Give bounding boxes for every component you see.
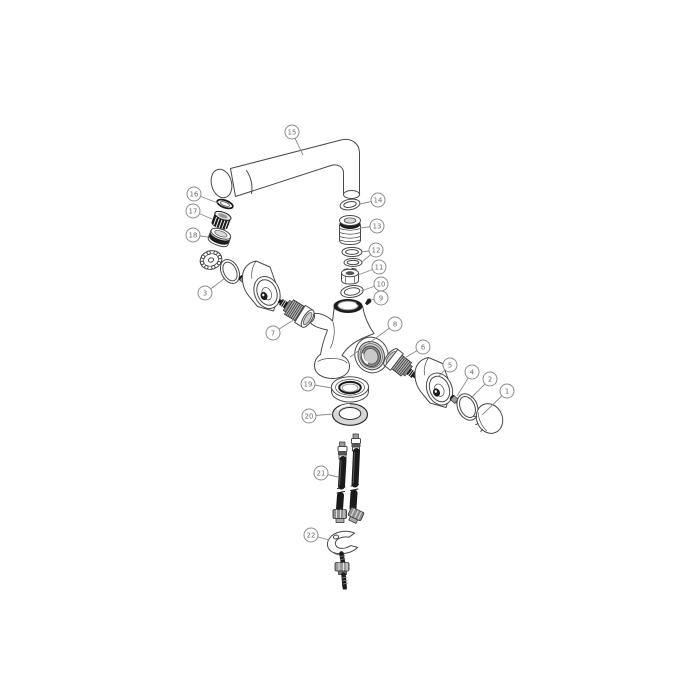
callout-valve-cartridge-left: 7 bbox=[265, 318, 296, 341]
callout-circle bbox=[185, 203, 201, 219]
part-cap-seal-ring bbox=[456, 393, 479, 421]
callout-aerator-housing: 18 bbox=[185, 227, 209, 243]
callout-circle bbox=[303, 527, 319, 543]
callout-aerator-washer: 16 bbox=[186, 186, 219, 204]
callout-circle bbox=[368, 242, 384, 258]
callout-body-o-ring: 10 bbox=[360, 276, 389, 292]
callout-spout: 15 bbox=[284, 124, 304, 156]
callout-number: 11 bbox=[375, 263, 384, 271]
callout-number: 17 bbox=[189, 207, 198, 215]
callout-number: 18 bbox=[189, 231, 198, 239]
callout-number: 1 bbox=[505, 387, 509, 395]
part-aerator-insert bbox=[211, 210, 232, 230]
callout-circle bbox=[369, 218, 385, 234]
callout-number: 6 bbox=[421, 343, 425, 351]
callout-base-flange: 19 bbox=[300, 376, 333, 392]
part-spout-bush bbox=[341, 267, 359, 285]
callout-circle bbox=[186, 186, 202, 202]
callout-number: 7 bbox=[271, 329, 275, 337]
callout-number: 2 bbox=[488, 375, 492, 383]
callout-circle bbox=[300, 376, 316, 392]
callout-handle: 5 bbox=[437, 357, 458, 378]
callout-faucet-body: 8 bbox=[349, 316, 403, 358]
callout-o-ring: 3 bbox=[197, 278, 225, 301]
callout-fixing-kit: 22 bbox=[303, 527, 330, 543]
callout-circle bbox=[284, 124, 300, 140]
callout-valve-cartridge-right: 6 bbox=[402, 339, 431, 360]
part-fixing-kit bbox=[327, 530, 359, 590]
part-flexible-hoses bbox=[332, 433, 365, 524]
callout-base-gasket: 20 bbox=[301, 408, 334, 424]
part-base-flange bbox=[331, 376, 369, 403]
callout-number: 20 bbox=[305, 412, 314, 420]
callout-number: 10 bbox=[377, 280, 386, 288]
callout-number: 12 bbox=[372, 246, 381, 254]
callout-number: 21 bbox=[317, 469, 326, 477]
part-spout bbox=[210, 138, 361, 199]
part-faucet-body bbox=[307, 299, 389, 379]
callout-spout-bush: 11 bbox=[357, 259, 387, 276]
callout-circle bbox=[313, 465, 329, 481]
callout-spout-o-ring: 14 bbox=[359, 192, 386, 208]
callout-circle bbox=[185, 227, 201, 243]
callout-spout-adapter: 13 bbox=[359, 218, 385, 234]
leader-line bbox=[349, 323, 396, 358]
callout-number: 9 bbox=[379, 294, 383, 302]
callout-circle bbox=[197, 285, 213, 301]
part-aerator-housing bbox=[207, 227, 232, 248]
callout-number: 14 bbox=[374, 196, 383, 204]
callout-circle bbox=[415, 339, 431, 355]
callout-flexible-hoses: 21 bbox=[313, 465, 339, 481]
hose-right bbox=[347, 433, 365, 524]
part-grub-screw bbox=[365, 298, 372, 306]
callout-grub-screw: 9 bbox=[370, 290, 389, 306]
part-handle-left bbox=[241, 260, 286, 313]
part-o-ring-3 bbox=[219, 259, 241, 284]
part-cover-cap bbox=[473, 403, 504, 434]
callout-circle bbox=[482, 371, 498, 387]
callout-circle bbox=[442, 357, 458, 373]
callout-cap-seal-ring: 2 bbox=[469, 371, 498, 400]
part-aerator-washer bbox=[216, 198, 234, 210]
callout-number: 8 bbox=[393, 320, 397, 328]
callout-circle bbox=[499, 383, 515, 399]
callout-circle bbox=[301, 408, 317, 424]
part-spout-washers bbox=[341, 246, 363, 267]
callout-number: 19 bbox=[304, 380, 313, 388]
part-spline-disc bbox=[199, 250, 223, 270]
hose-left bbox=[332, 441, 348, 523]
part-spout-adapter bbox=[339, 215, 361, 245]
callout-number: 3 bbox=[203, 289, 207, 297]
callout-spout-washers: 12 bbox=[360, 242, 384, 263]
part-cartridge-left bbox=[277, 298, 315, 328]
callout-number: 15 bbox=[288, 128, 297, 136]
callout-circle bbox=[370, 192, 386, 208]
callout-number: 22 bbox=[307, 531, 316, 539]
callout-cover-cap: 1 bbox=[481, 383, 515, 416]
callout-circle bbox=[373, 276, 389, 292]
callout-number: 13 bbox=[373, 222, 382, 230]
callout-circle bbox=[265, 325, 281, 341]
callout-circle bbox=[387, 316, 403, 332]
part-spout-o-ring bbox=[339, 198, 361, 211]
callout-number: 4 bbox=[470, 368, 474, 376]
part-base-gasket bbox=[331, 403, 369, 426]
callout-circle bbox=[371, 259, 387, 275]
callout-number: 5 bbox=[448, 361, 452, 369]
callout-number: 16 bbox=[190, 190, 199, 198]
part-body-o-ring bbox=[340, 285, 364, 298]
callout-aerator-insert: 17 bbox=[185, 203, 213, 220]
callout-handle-screw: 4 bbox=[456, 364, 480, 397]
callout-circle bbox=[464, 364, 480, 380]
